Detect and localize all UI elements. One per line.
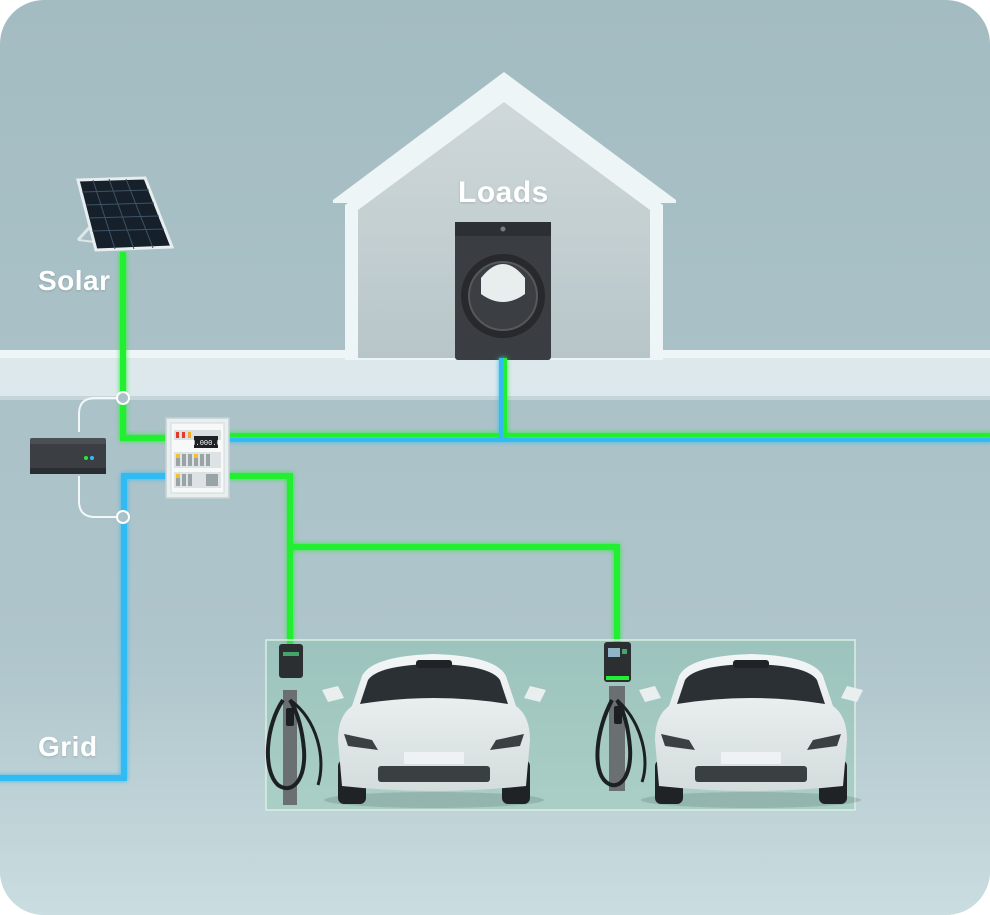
meter-display: 0.000.0 xyxy=(191,440,220,448)
electric-car-icon xyxy=(322,654,546,808)
charger-line xyxy=(227,473,293,646)
ev-charger-icon xyxy=(265,644,323,805)
solar-label: Solar xyxy=(38,265,111,296)
grid-label: Grid xyxy=(38,731,98,762)
charger-line-2 xyxy=(287,544,620,646)
power-lines xyxy=(0,252,990,781)
ev-charger-icon xyxy=(595,642,647,791)
washing-machine-icon xyxy=(455,222,551,360)
electric-car-icon xyxy=(639,654,863,808)
distribution-box-icon: 0.000.0 xyxy=(165,417,230,499)
solar-line xyxy=(120,252,171,441)
battery-connectors xyxy=(78,391,130,524)
loads-label: Loads xyxy=(458,176,549,209)
solar-panel-icon xyxy=(76,176,175,252)
grid-line xyxy=(0,473,171,781)
battery-inverter-icon xyxy=(30,438,106,474)
